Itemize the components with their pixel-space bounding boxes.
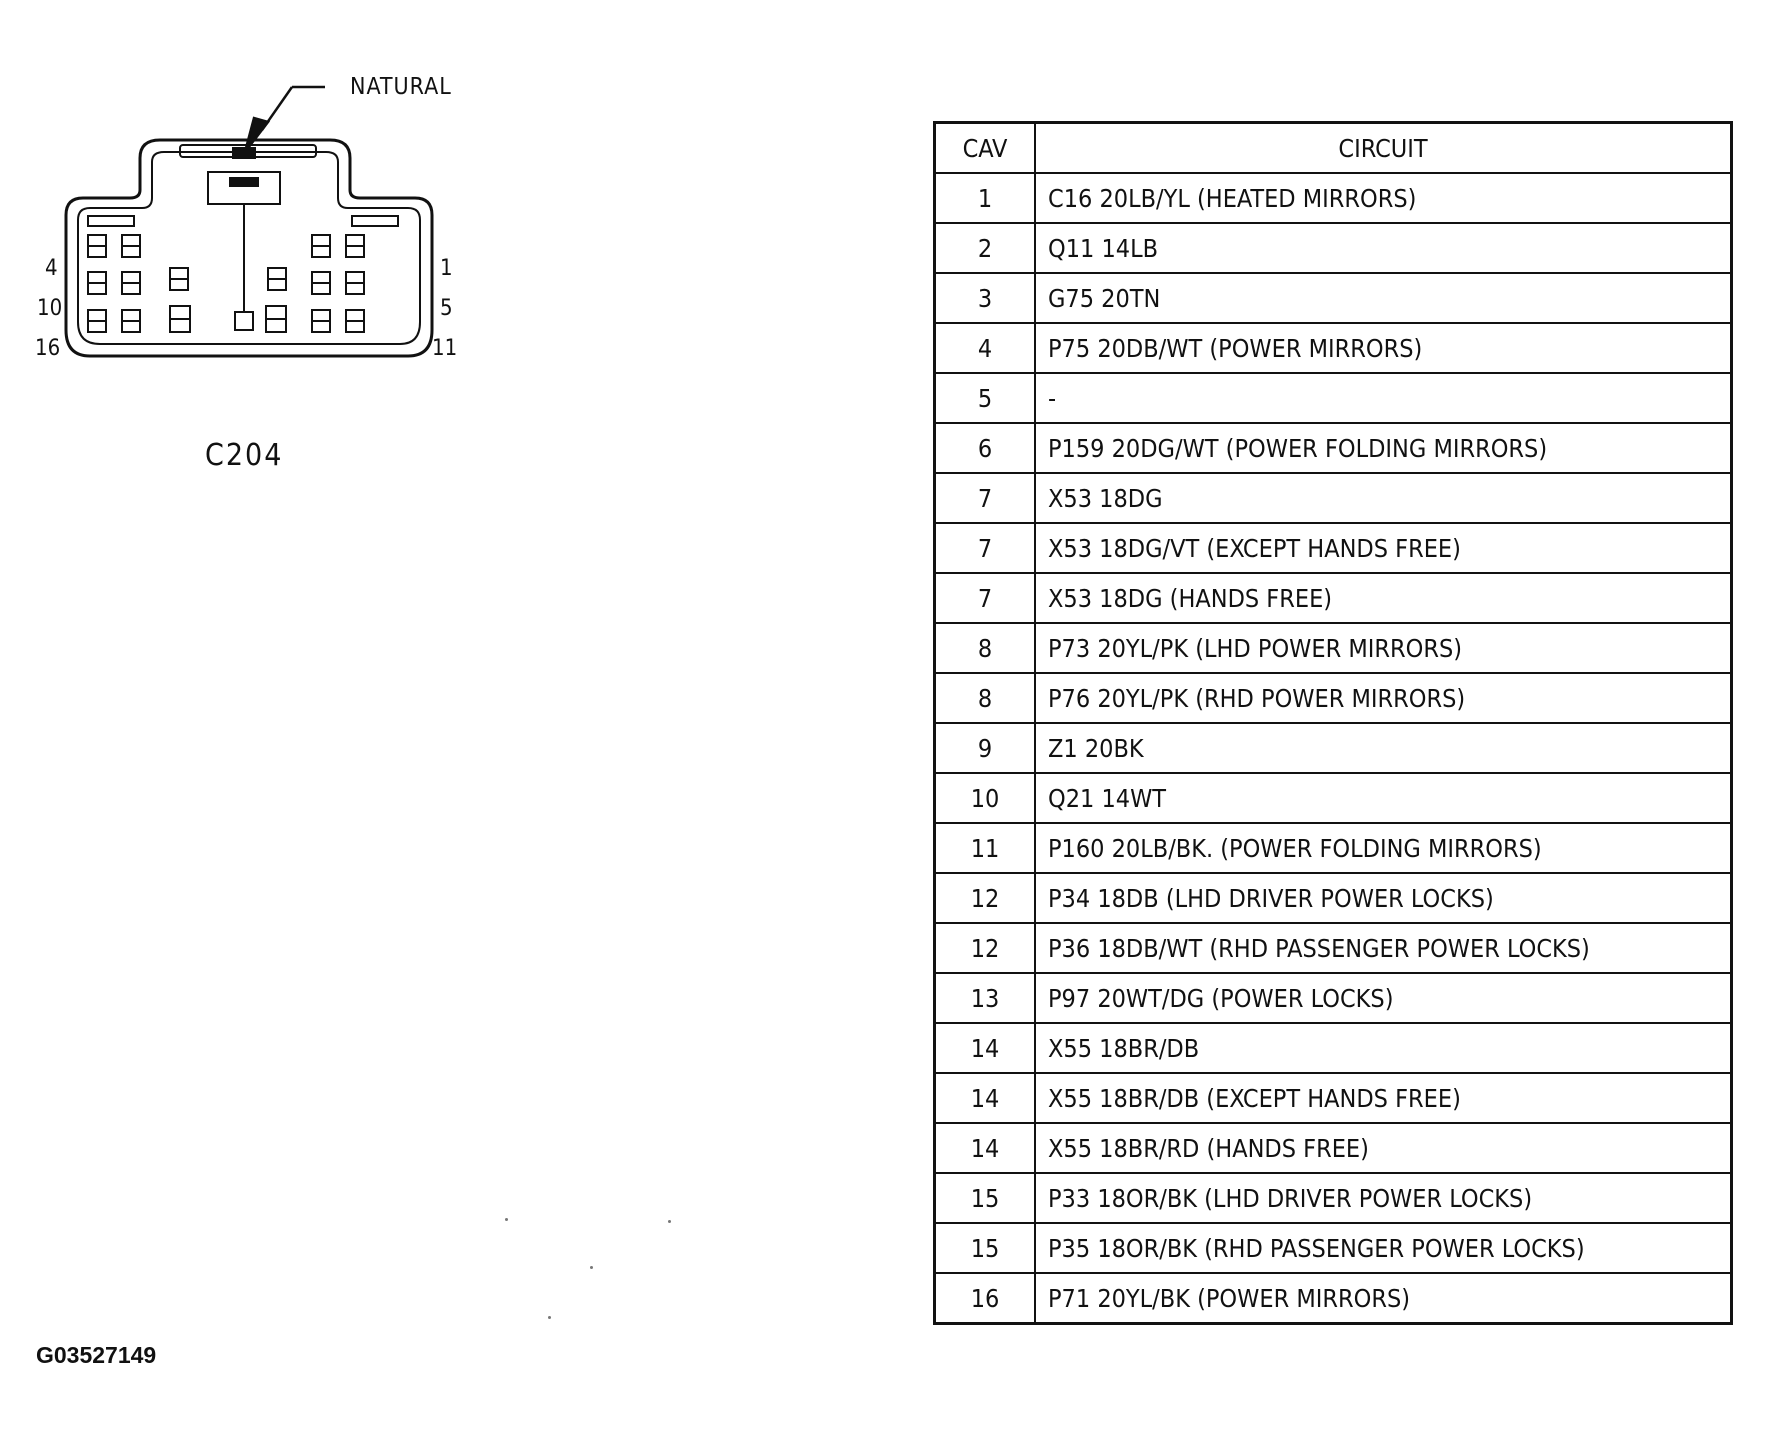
cav-cell: 10 [933,772,1036,824]
cav-cell: 15 [933,1222,1036,1274]
circuit-cell: Q21 14WT [1034,772,1733,824]
circuit-cell: - [1034,372,1733,424]
cav-cell: 3 [933,272,1036,324]
cav-cell: 13 [933,972,1036,1024]
callout-arrow [243,85,325,153]
pin-number-label: 5 [440,296,453,321]
cav-cell: 14 [933,1072,1036,1124]
figure-id: G03527149 [36,1342,157,1368]
cav-cell: 12 [933,872,1036,924]
circuit-cell: P75 20DB/WT (POWER MIRRORS) [1034,322,1733,374]
speck [505,1218,508,1221]
cav-cell: 7 [933,572,1036,624]
pin-number-label: 10 [37,296,63,321]
cav-cell: 14 [933,1022,1036,1074]
cav-cell: 2 [933,222,1036,274]
circuit-cell: P73 20YL/PK (LHD POWER MIRRORS) [1034,622,1733,674]
circuit-cell: P159 20DG/WT (POWER FOLDING MIRRORS) [1034,422,1733,474]
circuit-cell: X55 18BR/RD (HANDS FREE) [1034,1122,1733,1174]
circuit-cell: P35 18OR/BK (RHD PASSENGER POWER LOCKS) [1034,1222,1733,1274]
circuit-cell: P36 18DB/WT (RHD PASSENGER POWER LOCKS) [1034,922,1733,974]
cav-cell: 4 [933,322,1036,374]
circuit-cell: X55 18BR/DB [1034,1022,1733,1074]
cav-cell: 6 [933,422,1036,474]
circuit-cell: Q11 14LB [1034,222,1733,274]
connector-diagram: NATURAL 4 10 16 1 5 11 C204 [30,60,470,480]
circuit-cell: P33 18OR/BK (LHD DRIVER POWER LOCKS) [1034,1172,1733,1224]
circuit-cell: Z1 20BK [1034,722,1733,774]
table-header-row: CAV CIRCUIT [933,121,1733,174]
speck [668,1220,671,1223]
cav-cell: 7 [933,522,1036,574]
connector-body [64,138,434,358]
pin-number-label: 16 [35,336,61,361]
cav-cell: 12 [933,922,1036,974]
circuit-cell: X53 18DG [1034,472,1733,524]
pin-number-label: 4 [45,256,58,281]
circuit-cell: G75 20TN [1034,272,1733,324]
header-circuit: CIRCUIT [1034,121,1733,174]
connector-name: C204 [205,438,284,473]
circuit-cell: X53 18DG (HANDS FREE) [1034,572,1733,624]
cav-cell: 16 [933,1272,1036,1325]
cav-cell: 14 [933,1122,1036,1174]
speck [590,1266,593,1269]
cav-cell: 5 [933,372,1036,424]
cav-cell: 8 [933,622,1036,674]
callout-label: NATURAL [350,74,452,100]
pin-number-label: 11 [432,336,458,361]
terminal-cavities [87,234,365,333]
cav-cell: 9 [933,722,1036,774]
cav-cell: 11 [933,822,1036,874]
cav-cell: 7 [933,472,1036,524]
circuit-cell: X55 18BR/DB (EXCEPT HANDS FREE) [1034,1072,1733,1124]
connector-face-drawing [64,85,434,358]
circuit-cell: P97 20WT/DG (POWER LOCKS) [1034,972,1733,1024]
header-cav: CAV [933,121,1036,174]
side-bars [87,215,399,227]
circuit-cell: P76 20YL/PK (RHD POWER MIRRORS) [1034,672,1733,724]
cav-cell: 15 [933,1172,1036,1224]
cav-cell: 8 [933,672,1036,724]
circuit-cell: C16 20LB/YL (HEATED MIRRORS) [1034,172,1733,224]
table-row: 5- [933,372,1733,424]
speck [548,1316,551,1319]
circuit-cell: P160 20LB/BK. (POWER FOLDING MIRRORS) [1034,822,1733,874]
circuit-cell: X53 18DG/VT (EXCEPT HANDS FREE) [1034,522,1733,574]
latch [179,144,317,331]
pin-number-label: 1 [440,256,453,281]
circuit-cell: P34 18DB (LHD DRIVER POWER LOCKS) [1034,872,1733,924]
circuit-cell: P71 20YL/BK (POWER MIRRORS) [1034,1272,1733,1325]
cav-cell: 1 [933,172,1036,224]
